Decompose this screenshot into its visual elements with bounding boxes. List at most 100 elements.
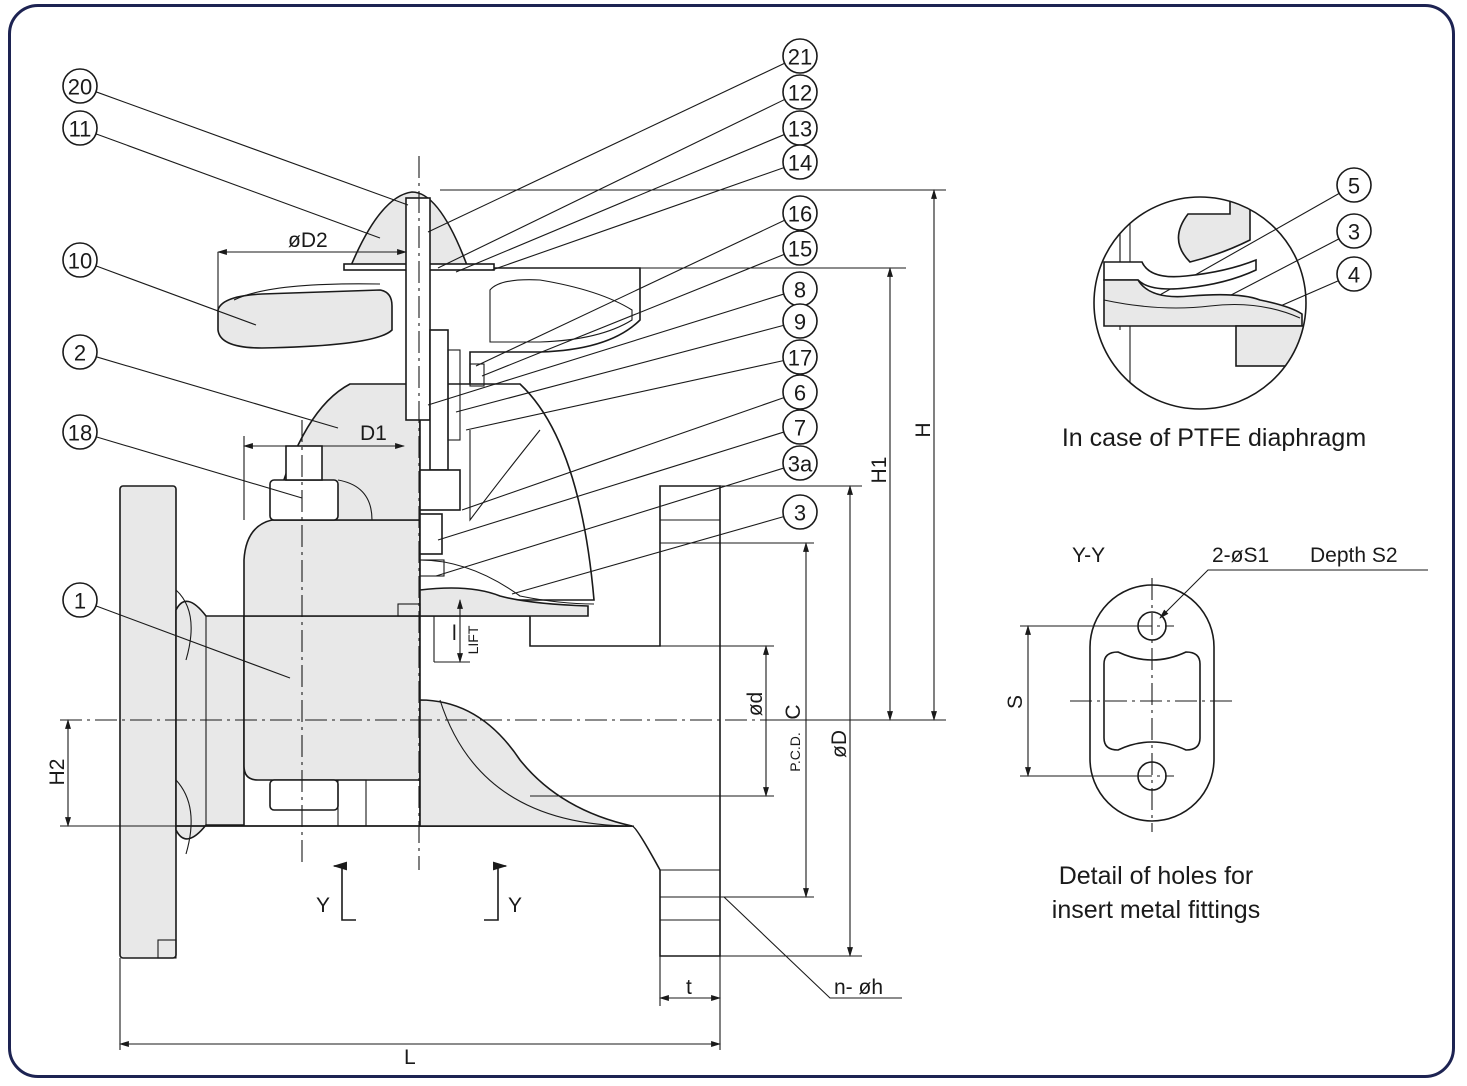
bolt-head xyxy=(285,445,323,481)
callout-number: 4 xyxy=(1348,263,1360,288)
section-y-right: Y xyxy=(508,894,522,917)
callout-leader xyxy=(455,134,785,273)
dim-l: L xyxy=(404,1046,416,1069)
hole-caption-line2: insert metal fittings xyxy=(1052,896,1260,924)
callout-circle xyxy=(1336,256,1372,292)
callout-number: 3 xyxy=(794,501,806,526)
dim-h2: H2 xyxy=(46,759,69,786)
dim-d-small: ød xyxy=(744,692,767,717)
dim-h1: H1 xyxy=(868,457,891,484)
bonnet-dome xyxy=(243,519,421,617)
callout-14: 14 xyxy=(491,144,818,271)
callout-number: 13 xyxy=(788,117,812,142)
callout-leader xyxy=(96,356,339,429)
callout-circle xyxy=(782,38,818,74)
callout-leader xyxy=(427,293,784,406)
callout-number: 2 xyxy=(74,341,86,366)
callout-circle xyxy=(782,409,818,445)
callout-circle xyxy=(62,242,98,278)
callout-number: 5 xyxy=(1348,174,1360,199)
callout-leader xyxy=(461,397,785,511)
left-flange xyxy=(119,485,177,959)
bolt-nut-bottom xyxy=(269,779,339,811)
hole-caption-line1: Detail of holes for xyxy=(1059,862,1254,890)
callout-leader xyxy=(475,219,785,367)
callout-circle xyxy=(62,110,98,146)
body-block xyxy=(243,615,421,781)
ptfe-detail-circle xyxy=(1093,196,1307,410)
callout-8: 8 xyxy=(427,271,818,406)
center-lines xyxy=(60,156,780,870)
callout-leader xyxy=(465,360,784,431)
callout-circle xyxy=(782,445,818,481)
dim-d-large: øD xyxy=(828,730,851,758)
callout-number: 6 xyxy=(794,381,806,406)
callout-leader xyxy=(511,516,784,595)
callout-leader xyxy=(95,265,257,326)
callout-number: 9 xyxy=(794,310,806,335)
callout-number: 7 xyxy=(794,416,806,441)
callout-9: 9 xyxy=(455,303,818,413)
callout-circle xyxy=(782,195,818,231)
callout-circle xyxy=(782,303,818,339)
callout-18: 18 xyxy=(62,414,303,499)
callout-number: 8 xyxy=(794,278,806,303)
dimension-labels: øD2 D1 H H1 H2 C P.C.D. ød øD L t n- øh … xyxy=(46,229,935,1069)
callout-2: 2 xyxy=(62,334,339,429)
dim-d2: øD2 xyxy=(288,229,328,252)
handwheel xyxy=(217,289,393,349)
callout-number: 15 xyxy=(788,237,812,262)
callout-number: 10 xyxy=(68,249,92,274)
callout-circle xyxy=(782,494,818,530)
dim-nh: n- øh xyxy=(834,976,883,999)
flange-corner-mark xyxy=(157,939,177,959)
callout-leader xyxy=(95,605,291,679)
callout-circle xyxy=(62,582,98,618)
callout-leader xyxy=(491,167,785,271)
callout-leader xyxy=(437,431,784,541)
ptfe-detail: In case of PTFE diaphragm xyxy=(1062,196,1366,452)
hole-depth-label: Depth S2 xyxy=(1310,544,1398,567)
callout-number: 20 xyxy=(68,75,92,100)
callout-4: 4 xyxy=(1261,256,1372,315)
callout-16: 16 xyxy=(475,195,818,367)
callout-circle xyxy=(782,230,818,266)
callout-leader xyxy=(437,98,785,269)
callout-leader xyxy=(427,62,785,233)
dim-lift: LIFT xyxy=(465,625,481,654)
dimension-lines xyxy=(60,189,946,1050)
callout-12: 12 xyxy=(437,74,818,269)
callout-circle xyxy=(1336,213,1372,249)
callout-circle xyxy=(782,74,818,110)
dim-h: H xyxy=(912,422,935,437)
callout-number: 12 xyxy=(788,81,812,106)
section-y-left: Y xyxy=(316,894,330,917)
callout-circle xyxy=(62,68,98,104)
callout-6: 6 xyxy=(461,374,818,511)
callout-number: 11 xyxy=(69,117,92,142)
callout-number: 21 xyxy=(788,45,812,70)
callout-leader xyxy=(455,324,784,413)
callout-17: 17 xyxy=(465,339,818,431)
callout-number: 14 xyxy=(788,151,812,176)
callout-circle xyxy=(1336,167,1372,203)
callout-leader xyxy=(96,436,303,499)
handwheel-section xyxy=(419,267,641,431)
callout-number: 3 xyxy=(1348,220,1360,245)
callout-21: 21 xyxy=(427,38,818,233)
callout-20: 20 xyxy=(62,68,409,206)
callout-number: 18 xyxy=(68,421,92,446)
hole-count-label: 2-øS1 xyxy=(1212,544,1269,567)
dim-t: t xyxy=(686,976,692,999)
callout-7: 7 xyxy=(437,409,818,541)
spindle xyxy=(405,197,431,421)
callout-leader xyxy=(95,91,409,206)
callout-number: 16 xyxy=(788,202,812,227)
dim-s: S xyxy=(1004,695,1027,709)
callout-13: 13 xyxy=(455,110,818,273)
callout-leader xyxy=(481,253,785,377)
bolt-nut-top xyxy=(269,479,339,521)
callout-leader xyxy=(95,133,381,239)
valve-body xyxy=(119,191,721,959)
